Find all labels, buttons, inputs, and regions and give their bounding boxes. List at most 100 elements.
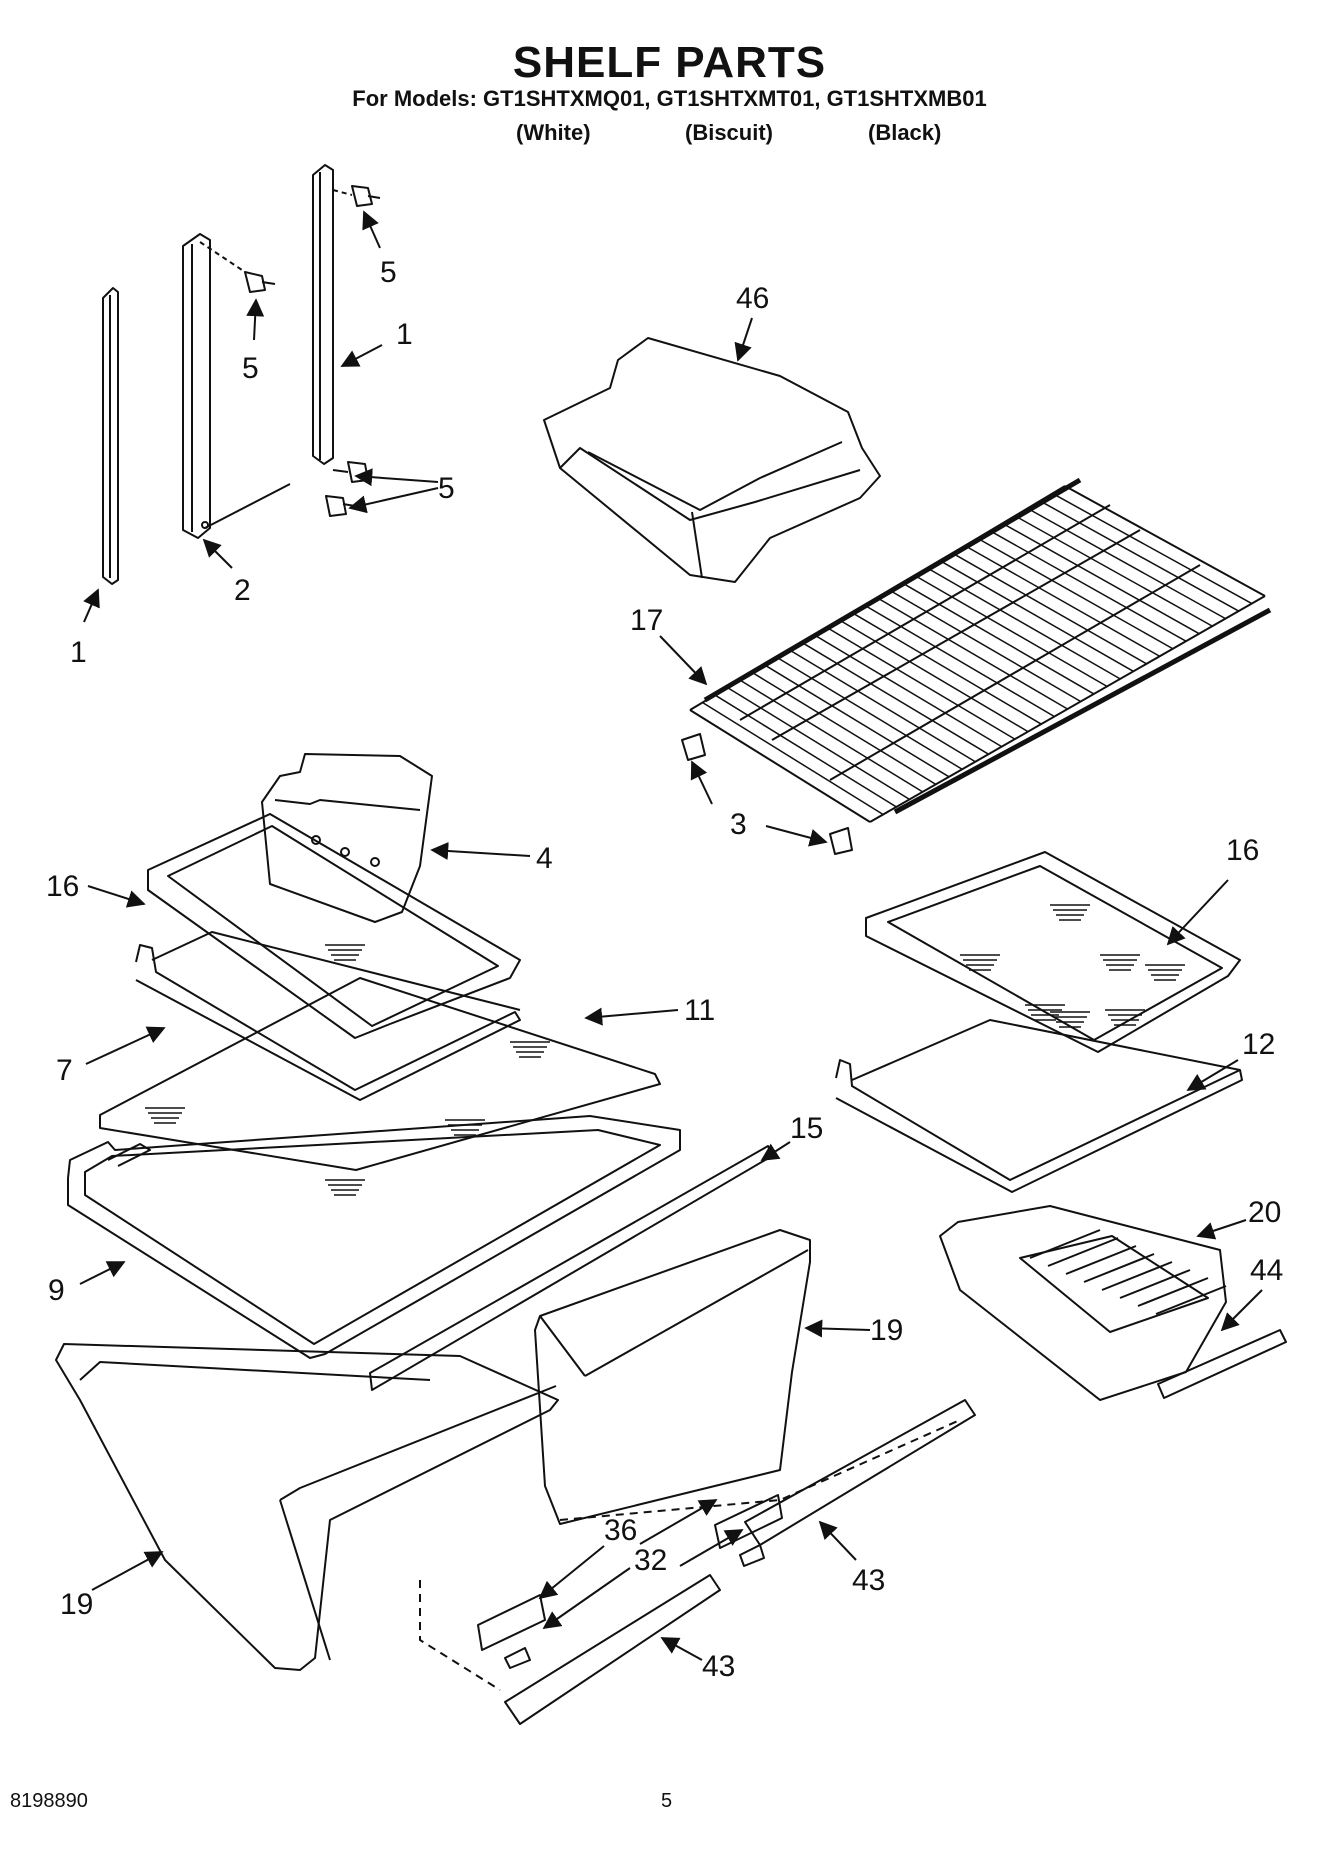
shelf-rail-left — [102, 287, 119, 585]
deli-rib — [1083, 1253, 1155, 1283]
wire-rod — [814, 634, 1003, 748]
callout-leader — [1196, 1219, 1247, 1240]
crisper-drawer-right — [534, 1229, 811, 1525]
wire-rod — [739, 679, 924, 793]
wire-rod — [827, 627, 1016, 740]
callout-leader — [1186, 1059, 1239, 1091]
glass-reflection-marks — [145, 944, 550, 1196]
deli-rib — [1155, 1285, 1227, 1315]
wire-rod — [914, 574, 1108, 688]
color-biscuit: (Biscuit) — [685, 120, 773, 145]
callout-c2: 2 — [234, 574, 251, 607]
callout-c44: 44 — [1250, 1254, 1283, 1287]
wire-rod — [939, 560, 1134, 672]
callout-leader — [679, 1529, 744, 1567]
wire-rod — [864, 604, 1055, 718]
screw — [351, 185, 381, 207]
wire-rod — [1039, 500, 1240, 612]
callout-leader — [690, 760, 713, 805]
callout-leader — [362, 210, 381, 249]
deli-rib — [1101, 1261, 1173, 1291]
storage-pan — [543, 337, 881, 583]
shelf-rail-bracket — [182, 233, 211, 539]
bracket-link-line — [204, 483, 291, 529]
deli-rib — [1029, 1229, 1101, 1259]
assembly-guide-line — [419, 1580, 501, 1691]
wire-rod — [989, 530, 1187, 642]
wire-rod — [752, 672, 937, 785]
callout-c4: 4 — [536, 842, 553, 875]
callout-c5c: 5 — [438, 472, 455, 505]
callout-leader — [430, 842, 531, 860]
wire-rod — [1002, 522, 1200, 635]
callout-leader — [202, 538, 233, 569]
screw — [244, 271, 276, 293]
drawer-hook — [504, 1647, 531, 1669]
callout-c36: 36 — [604, 1514, 637, 1547]
wire-rod — [952, 552, 1147, 665]
callout-c16a: 16 — [46, 870, 79, 903]
wire-rod — [1027, 507, 1226, 620]
callout-leader — [246, 298, 265, 341]
wire-rod — [977, 537, 1174, 650]
callout-leader — [79, 1261, 126, 1285]
color-white: (White) — [516, 120, 591, 145]
wire-rod — [714, 694, 897, 808]
wire-rod — [764, 664, 950, 778]
callout-leader — [659, 635, 708, 686]
callout-c5a: 5 — [380, 256, 397, 289]
deli-drawer — [939, 1205, 1227, 1401]
wire-rod — [789, 649, 976, 763]
callout-leader — [538, 1545, 605, 1600]
screw-guide-line — [199, 241, 246, 273]
deli-trim-strip — [1157, 1329, 1287, 1399]
callout-c9: 9 — [48, 1274, 65, 1307]
shelf-frame-right — [835, 1019, 1243, 1193]
callout-leader — [87, 885, 146, 908]
callout-c32: 32 — [634, 1544, 667, 1577]
callout-leader — [804, 1319, 871, 1338]
callout-leader — [639, 1499, 718, 1545]
wire-rod — [964, 545, 1161, 657]
callout-leader — [83, 588, 100, 623]
callout-leader — [348, 487, 439, 514]
wire-rod — [889, 589, 1082, 703]
callout-leader — [818, 1520, 857, 1561]
trim-strip-left — [504, 1574, 721, 1725]
callout-c5b: 5 — [242, 352, 259, 385]
wire-shelf — [689, 477, 1272, 823]
callout-c15: 15 — [790, 1112, 823, 1145]
page-number: 5 — [661, 1790, 673, 1812]
shelf-rail-right — [312, 164, 334, 465]
callout-c19b: 19 — [60, 1588, 93, 1621]
screw — [332, 461, 369, 483]
wire-rod — [727, 686, 910, 801]
callout-leaders — [79, 210, 1263, 1661]
deli-drawer-ribs — [1029, 1229, 1227, 1315]
callout-leader — [1166, 879, 1229, 946]
wire-rod — [877, 597, 1068, 710]
callout-c43a: 43 — [852, 1564, 885, 1597]
wire-rod — [702, 701, 884, 816]
callout-c17: 17 — [630, 604, 663, 637]
callout-leader — [91, 1551, 164, 1591]
callout-c1b: 1 — [70, 636, 87, 669]
callout-c19a: 19 — [870, 1314, 903, 1347]
glass-panel — [99, 977, 661, 1171]
callout-leader — [1220, 1289, 1263, 1332]
drawer-hook — [739, 1544, 765, 1567]
wire-shelf-rods — [702, 492, 1253, 816]
callout-c43b: 43 — [702, 1650, 735, 1683]
callout-c16b: 16 — [1226, 834, 1259, 867]
wire-rod — [927, 567, 1121, 680]
color-black: (Black) — [868, 120, 942, 145]
models-line: For Models: GT1SHTXMQ01, GT1SHTXMT01, GT… — [352, 86, 987, 111]
callout-c1a: 1 — [396, 318, 413, 351]
shelf-support — [829, 827, 853, 855]
shelf-frame — [135, 931, 521, 1101]
assembly-guide-line — [559, 1419, 961, 1521]
drawer-label-clip — [714, 1494, 783, 1549]
glass-reflection-marks — [960, 904, 1185, 1028]
